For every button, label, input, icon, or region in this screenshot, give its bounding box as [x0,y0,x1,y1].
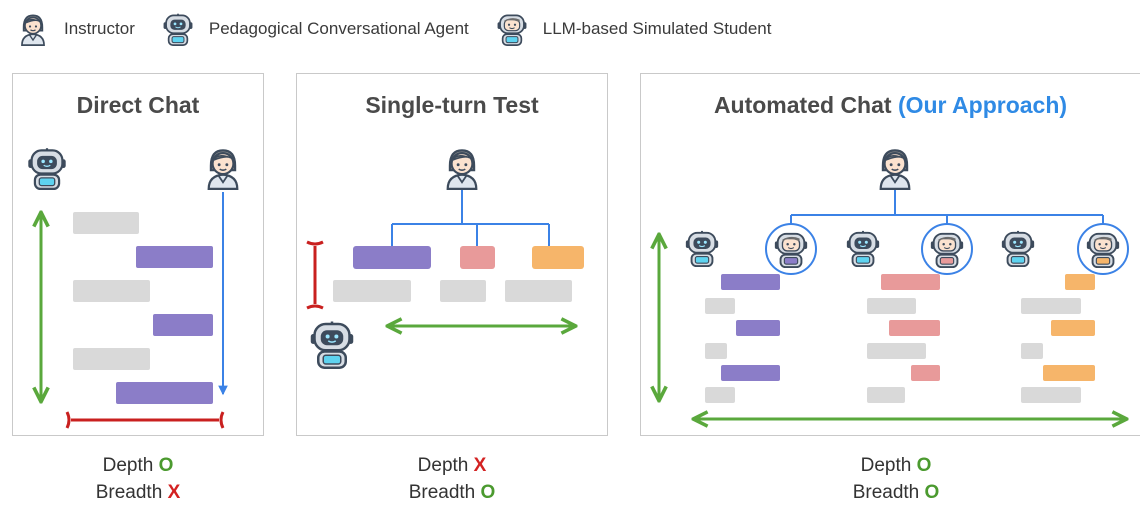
panel-title-highlight: (Our Approach) [897,92,1068,118]
instructor-icon [209,150,238,189]
message-bubble [460,246,495,269]
student-highlight-circle [1077,223,1129,275]
automated-chat-diagram [641,74,1129,437]
message-bubble [505,280,572,302]
breadth-mark: O [480,482,496,503]
agent-icon [311,322,354,368]
breadth-bracket [65,411,225,429]
panel-single-turn: Single-turn Test [296,73,608,436]
depth-label: Depth [417,455,469,476]
depth-bracket [306,240,324,310]
agent-icon [686,231,718,266]
panel-direct-chat: Direct Chat [12,73,264,436]
legend-label-agent: Pedagogical Conversational Agent [208,19,469,38]
branch-2-messages [867,274,940,403]
legend-label-student: LLM-based Simulated Student [542,19,772,38]
message-bubble [73,212,139,234]
legend-item-instructor: Instructor [16,12,135,46]
depth-mark: O [916,455,932,476]
depth-label: Depth [102,455,154,476]
breadth-label: Breadth [852,482,920,503]
panel-automated-chat: Automated Chat (Our Approach) [640,73,1140,436]
message-bubble [136,246,213,268]
student-robot-icon [931,234,963,267]
legend-item-agent: Pedagogical Conversational Agent [161,12,469,46]
branch-1-messages [705,274,780,403]
agent-robot-icon [161,12,195,46]
verdict-automated-chat: Depth O Breadth O [746,452,1046,506]
legend-label-instructor: Instructor [64,19,135,38]
branch-3-messages [1021,274,1095,403]
branch-lines [790,190,1104,224]
depth-mark: X [473,455,487,476]
instructor-icon [16,12,50,46]
branch-lines [391,190,550,246]
message-bubble [440,280,486,302]
breadth-mark: X [167,482,181,503]
verdict-direct-chat: Depth O Breadth X [0,452,288,506]
legend: Instructor Pedagogical Conversational Ag… [16,12,771,46]
breadth-label: Breadth [95,482,163,503]
student-highlight-circle [765,223,817,275]
message-bubble [532,246,584,269]
direct-chat-diagram [13,74,265,429]
breadth-label: Breadth [408,482,476,503]
panel-title-main: Automated Chat [713,92,892,118]
breadth-mark: O [924,482,940,503]
message-bubble [73,348,150,370]
depth-mark: O [158,455,174,476]
instructor-icon [448,150,477,189]
panel-title: Automated Chat (Our Approach) [641,92,1140,119]
agent-icon [1002,231,1034,266]
message-bubble [333,280,411,302]
agent-icon [28,148,65,189]
instructor-icon [881,150,910,189]
message-bubble [116,382,213,404]
single-turn-diagram [306,74,584,437]
student-robot-icon [775,234,807,267]
legend-item-student: LLM-based Simulated Student [495,12,772,46]
message-bubble [353,246,431,269]
student-robot-icon [495,12,529,46]
panel-title: Direct Chat [76,92,200,118]
verdict-single-turn: Depth X Breadth O [302,452,602,506]
student-robot-icon [1087,234,1119,267]
agent-icon [847,231,879,266]
message-bubble [153,314,213,336]
panel-title: Single-turn Test [365,92,539,118]
depth-label: Depth [860,455,912,476]
student-highlight-circle [921,223,973,275]
message-bubble [73,280,150,302]
